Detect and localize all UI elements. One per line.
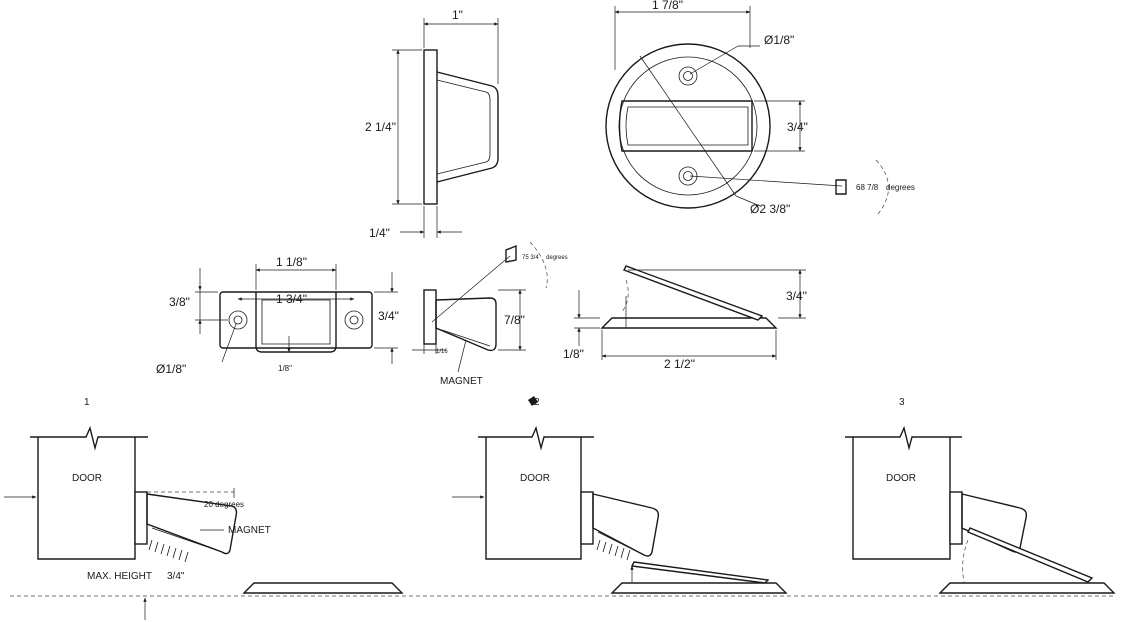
ramp-height-label: 3/4" <box>786 289 807 303</box>
step-1-number: 1 <box>84 397 90 408</box>
round-plate-view <box>605 6 889 215</box>
round-slot-height-label: 3/4" <box>787 120 808 134</box>
round-outer-dia-label: 1 7/8" <box>652 0 683 12</box>
side-plate-view <box>392 18 499 238</box>
plate-slot-offset-label: 1/8" <box>278 364 292 373</box>
step-1-max-height-label: MAX. HEIGHT <box>87 571 152 582</box>
ramp-view <box>574 265 806 360</box>
side-plate-thickness-label: 1/4" <box>369 226 390 240</box>
side-angle-value: 75 3/4 <box>522 255 539 261</box>
plate-outer-width-label: 1 3/4" <box>276 292 307 306</box>
plate-top-offset-label: 3/8" <box>169 295 190 309</box>
step-3-number: 3 <box>899 397 905 408</box>
step-3-door-label: DOOR <box>886 473 916 484</box>
round-angle-unit: degrees <box>886 183 915 192</box>
step-1-max-height-value: 3/4" <box>167 571 185 582</box>
step-1-diagram <box>4 425 1115 620</box>
side-magnet-view <box>412 241 548 373</box>
magnet-field-lines <box>596 539 631 561</box>
plate-hole-label: Ø1/8" <box>156 362 186 376</box>
round-hole-dia-label: Ø1/8" <box>764 33 794 47</box>
front-plate-view <box>195 264 398 364</box>
ramp-base-label: 1/8" <box>563 347 584 361</box>
round-circle-dia-label: Ø2 3/8" <box>750 202 790 216</box>
plate-inner-width-label: 1 1/8" <box>276 255 307 269</box>
step-1-magnet-label: MAGNET <box>228 525 271 536</box>
step-3-diagram <box>845 425 1116 594</box>
magnet-field-lines <box>148 539 189 563</box>
side-plate-width-label: 1" <box>452 8 463 22</box>
side-angle-unit: degrees <box>546 255 568 261</box>
step-1-angle-label: 20 degrees <box>204 500 244 509</box>
step-1-door-label: DOOR <box>72 473 102 484</box>
side-small-label: 1/16 <box>436 349 448 355</box>
step-2-diagram <box>452 396 788 594</box>
step-2-door-label: DOOR <box>520 473 550 484</box>
plate-height-label: 3/4" <box>378 309 399 323</box>
step-2-number: 2 <box>534 397 540 408</box>
side-plate-height-label: 2 1/4" <box>365 120 396 134</box>
ramp-length-label: 2 1/2" <box>664 357 695 371</box>
round-angle-value: 68 7/8 <box>856 183 879 192</box>
side-magnet-label: MAGNET <box>440 376 483 387</box>
side-height-label: 7/8" <box>504 313 525 327</box>
